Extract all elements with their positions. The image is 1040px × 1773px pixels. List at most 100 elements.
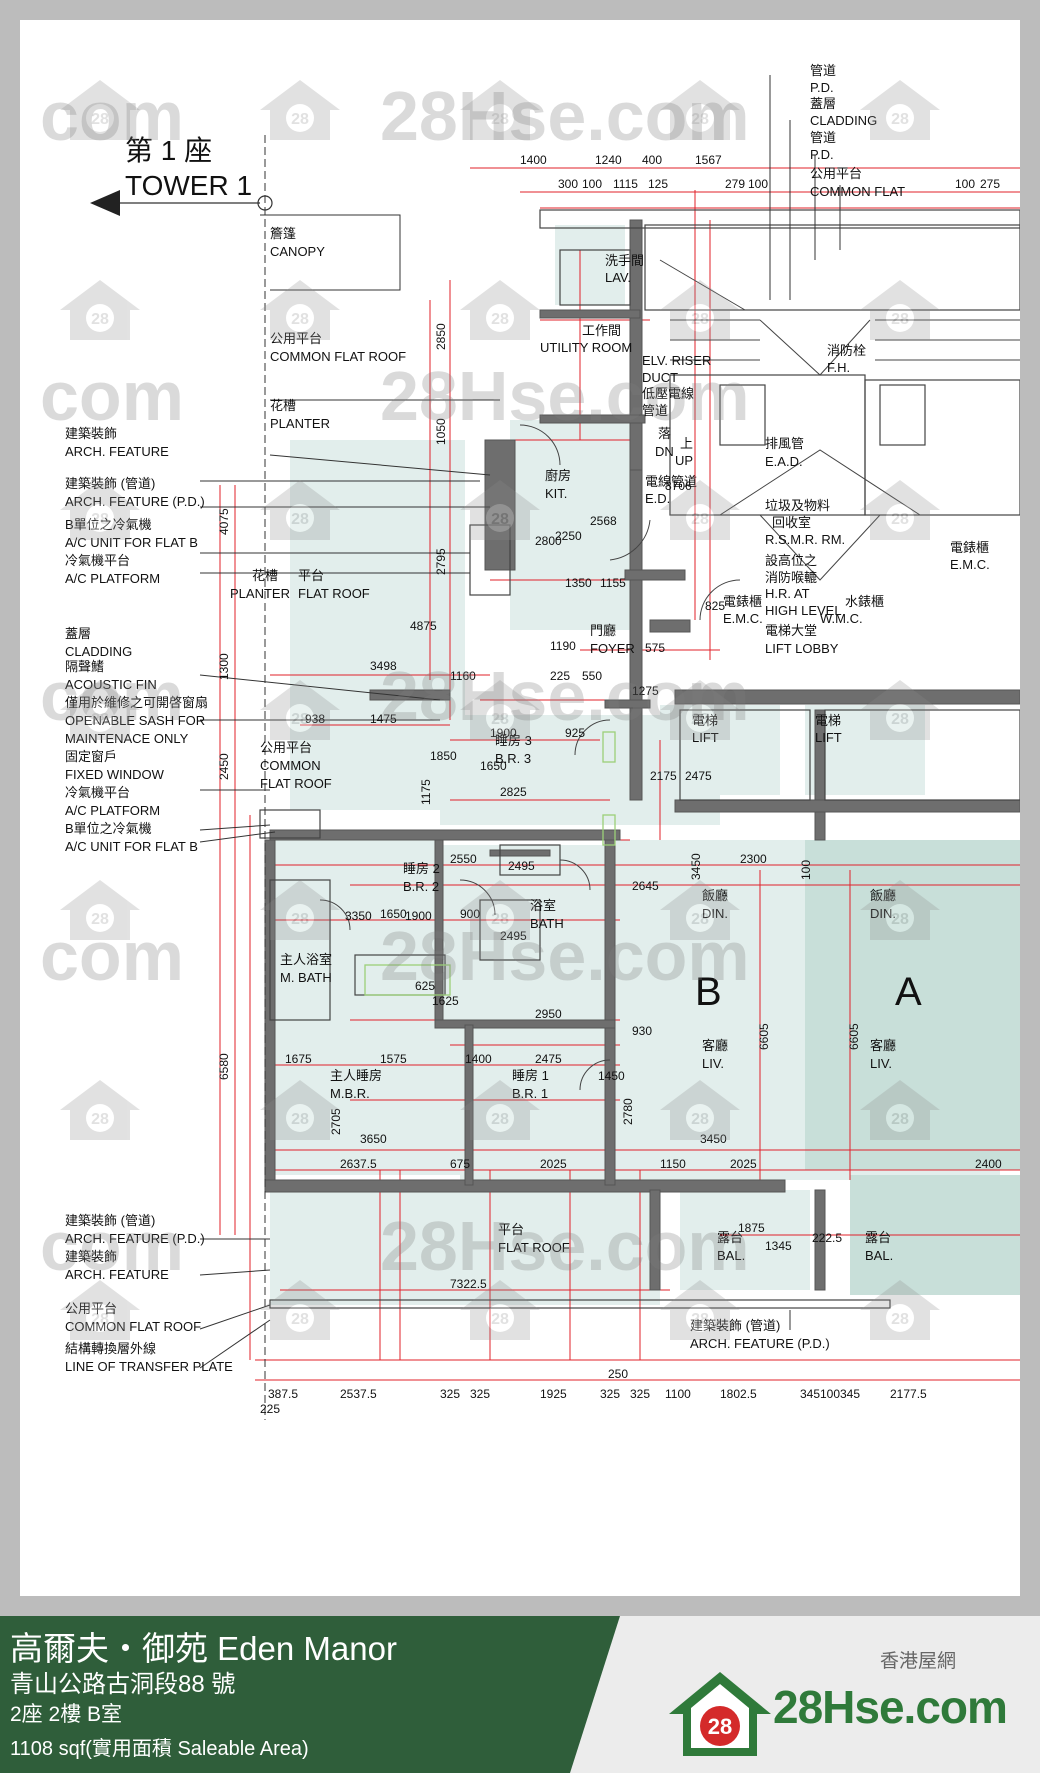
watermark-28-icon: 28	[460, 280, 540, 340]
liv-a-en: LIV.	[870, 1056, 892, 1071]
tp-label-zh: 結構轉換層外線	[65, 1341, 156, 1356]
dimension-interior: 625	[415, 979, 435, 993]
dimension-interior: 2645	[632, 879, 659, 893]
svg-text:28: 28	[291, 511, 309, 528]
tr-clad-en: CLADDING	[810, 113, 877, 128]
bal-a-zh: 露台	[865, 1230, 891, 1245]
watermark-28-icon: 28	[60, 1280, 140, 1340]
tr-pd-en: P.D.	[810, 80, 834, 95]
svg-text:28: 28	[91, 311, 109, 328]
svg-text:28: 28	[91, 1111, 109, 1128]
svg-text:28: 28	[291, 1311, 309, 1328]
svg-text:28: 28	[491, 111, 509, 128]
svg-text:28: 28	[291, 711, 309, 728]
dimension-interior: 2495	[500, 929, 527, 943]
br2-zh: 睡房 2	[403, 861, 440, 876]
planter2-label-zh: 花槽	[252, 568, 278, 583]
din-en: DIN.	[702, 906, 728, 921]
svg-text:28: 28	[491, 711, 509, 728]
sash-label-en2: MAINTENACE ONLY	[65, 731, 189, 746]
dimension-interior: 225	[550, 669, 570, 683]
watermark-28-icon: 28	[260, 80, 340, 140]
tr-cfr-en: COMMON FLAT	[810, 184, 905, 199]
estate-name: 高爾夫・御苑 Eden Manor	[10, 1630, 397, 1667]
dimension-interior: 2950	[535, 1007, 562, 1021]
unit-number: 2座 2樓 B室	[10, 1703, 123, 1726]
dimension-interior: 2300	[740, 852, 767, 866]
fr-label-en: FLAT ROOF	[298, 586, 370, 601]
lift1-zh: 電梯	[692, 713, 718, 728]
planter2-label-en: PLANTER	[230, 586, 290, 601]
watermark-28-icon: 28	[460, 480, 540, 540]
dimension-interior: 2475	[535, 1052, 562, 1066]
dimension-interior: 3450	[689, 853, 703, 880]
elv-en2: DUCT	[642, 370, 678, 385]
util-zh: 工作間	[582, 323, 621, 338]
dimension-left: 1300	[217, 653, 231, 680]
watermark-28-icon: 28	[660, 280, 740, 340]
watermark-28-icon: 28	[860, 80, 940, 140]
watermark-site-text: 28Hse.com	[380, 657, 750, 735]
svg-text:28: 28	[891, 511, 909, 528]
cfr2-label-en1: COMMON	[260, 758, 321, 773]
dimension-bottom: 250	[608, 1367, 628, 1381]
watermark-28-icon: 28	[460, 1080, 540, 1140]
dimension-interior: 938	[305, 712, 325, 726]
sash-label-en1: OPENABLE SASH FOR	[65, 713, 205, 728]
svg-text:28: 28	[91, 911, 109, 928]
fin-label-zh: 隔聲鰭	[65, 659, 104, 674]
dimension-interior: 2795	[434, 548, 448, 575]
watermark-28-icon: 28	[60, 1080, 140, 1140]
dimension-left: 2450	[217, 753, 231, 780]
dimension-lines	[219, 167, 1020, 1381]
acp2-label-en: A/C PLATFORM	[65, 803, 160, 818]
dimension-bottom: 325	[470, 1387, 490, 1401]
dimension-interior: 2250	[555, 529, 582, 543]
watermark-28-icon: 28	[260, 480, 340, 540]
watermark-28-icon: 28	[460, 880, 540, 940]
svg-text:28: 28	[691, 111, 709, 128]
unit-letter-b: B	[695, 970, 722, 1014]
dimension-interior: 3650	[360, 1132, 387, 1146]
ed-zh: 電線管道	[645, 474, 697, 489]
hr-en1: H.R. AT	[765, 586, 810, 601]
br-archpd-zh: 建築裝飾 (管道)	[690, 1318, 780, 1333]
svg-text:28: 28	[691, 911, 709, 928]
rsmr-en: R.S.M.R. RM.	[765, 532, 845, 547]
bot-archpd-label-en: ARCH. FEATURE (P.D.)	[65, 1231, 205, 1246]
dimension-left: 6580	[217, 1053, 231, 1080]
left-annotations: 簷篷 CANOPY 公用平台 COMMON FLAT ROOF 花槽 PLANT…	[65, 226, 406, 1374]
fh-zh: 消防栓	[827, 343, 866, 358]
arch-label-en: ARCH. FEATURE	[65, 444, 169, 459]
dimension-interior: 930	[632, 1024, 652, 1038]
unit-letter-a: A	[895, 970, 922, 1014]
watermark-28-icon: 28	[860, 1280, 940, 1340]
watermark-com-text: com	[40, 657, 184, 735]
lift2-en: LIFT	[815, 730, 842, 745]
dimension-interior: 6605	[757, 1023, 771, 1050]
bath-zh: 浴室	[530, 898, 556, 913]
dimension-interior: 825	[705, 599, 725, 613]
watermark-28-icon: 28	[260, 280, 340, 340]
br3-en: B.R. 3	[495, 751, 531, 766]
emc2-zh: 電錶櫃	[950, 540, 989, 555]
brand-name[interactable]: 28Hse.com	[773, 1681, 1008, 1733]
clad-label-en: CLADDING	[65, 644, 132, 659]
floor-plan-frame: 第 1 座 TOWER 1 簷篷 CANOPY 公用平台 COMMON FLAT…	[20, 20, 1020, 1596]
dimension-interior: 1050	[434, 418, 448, 445]
brand-subtitle: 香港屋網	[880, 1651, 957, 1672]
dimension-interior: 2800	[535, 534, 562, 548]
mbath-en: M. BATH	[280, 970, 332, 985]
watermark-site-text: 28Hse.com	[380, 77, 750, 155]
rsmr-zh: 垃圾及物料	[765, 498, 830, 513]
watermark-28-icon: 28	[860, 480, 940, 540]
core-geometry	[319, 259, 1020, 1091]
dimension-interior: 2025	[540, 1157, 567, 1171]
dimension-top: 275	[980, 177, 1000, 191]
br1-en: B.R. 1	[512, 1086, 548, 1101]
dimension-interior: 1150	[660, 1157, 686, 1171]
dimension-interior: 1575	[380, 1052, 407, 1066]
bal-en: BAL.	[717, 1248, 745, 1263]
canopy-label-en: CANOPY	[270, 244, 325, 259]
